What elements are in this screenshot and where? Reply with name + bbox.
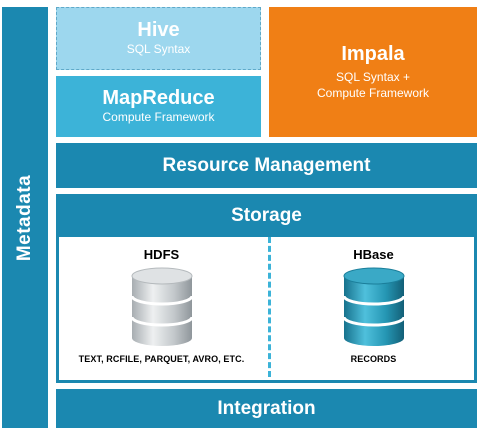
hdfs-caption: TEXT, RCFILE, PARQUET, AVRO, ETC. bbox=[78, 354, 245, 364]
integration-label: Integration bbox=[217, 397, 316, 419]
database-icon bbox=[130, 267, 194, 346]
storage-divider bbox=[268, 237, 271, 377]
mapreduce-block: MapReduce Compute Framework bbox=[56, 76, 261, 137]
mapreduce-title: MapReduce bbox=[102, 87, 215, 110]
impala-subtitle-line1: SQL Syntax + bbox=[336, 69, 410, 84]
hbase-column: HBase RECORDS bbox=[271, 237, 476, 377]
hdfs-title: HDFS bbox=[143, 247, 180, 262]
storage-header: Storage bbox=[56, 194, 477, 237]
metadata-label: Metadata bbox=[14, 174, 35, 261]
resource-management-block: Resource Management bbox=[56, 143, 477, 188]
storage-label: Storage bbox=[231, 204, 302, 226]
mapreduce-subtitle: Compute Framework bbox=[102, 110, 215, 125]
resource-management-label: Resource Management bbox=[162, 154, 371, 176]
hdfs-column: HDFS TEXT, RCFILE, PARQUET, AVRO, ETC. bbox=[59, 237, 264, 377]
database-icon bbox=[342, 267, 406, 346]
impala-subtitle-line2: Compute Framework bbox=[316, 86, 430, 100]
impala-title: Impala bbox=[341, 42, 405, 65]
metadata-bar: Metadata bbox=[2, 7, 48, 428]
hbase-caption: RECORDS bbox=[350, 354, 397, 364]
hive-title: Hive bbox=[137, 19, 180, 42]
hbase-title: HBase bbox=[353, 247, 394, 262]
hive-block: Hive SQL Syntax bbox=[56, 7, 261, 70]
integration-block: Integration bbox=[56, 389, 477, 428]
impala-block: Impala SQL Syntax + Compute Framework bbox=[269, 7, 477, 137]
storage-body: HDFS TEXT, RCFILE, PARQUET, AVRO, ETC. H… bbox=[56, 237, 477, 383]
hive-subtitle: SQL Syntax bbox=[126, 42, 191, 57]
